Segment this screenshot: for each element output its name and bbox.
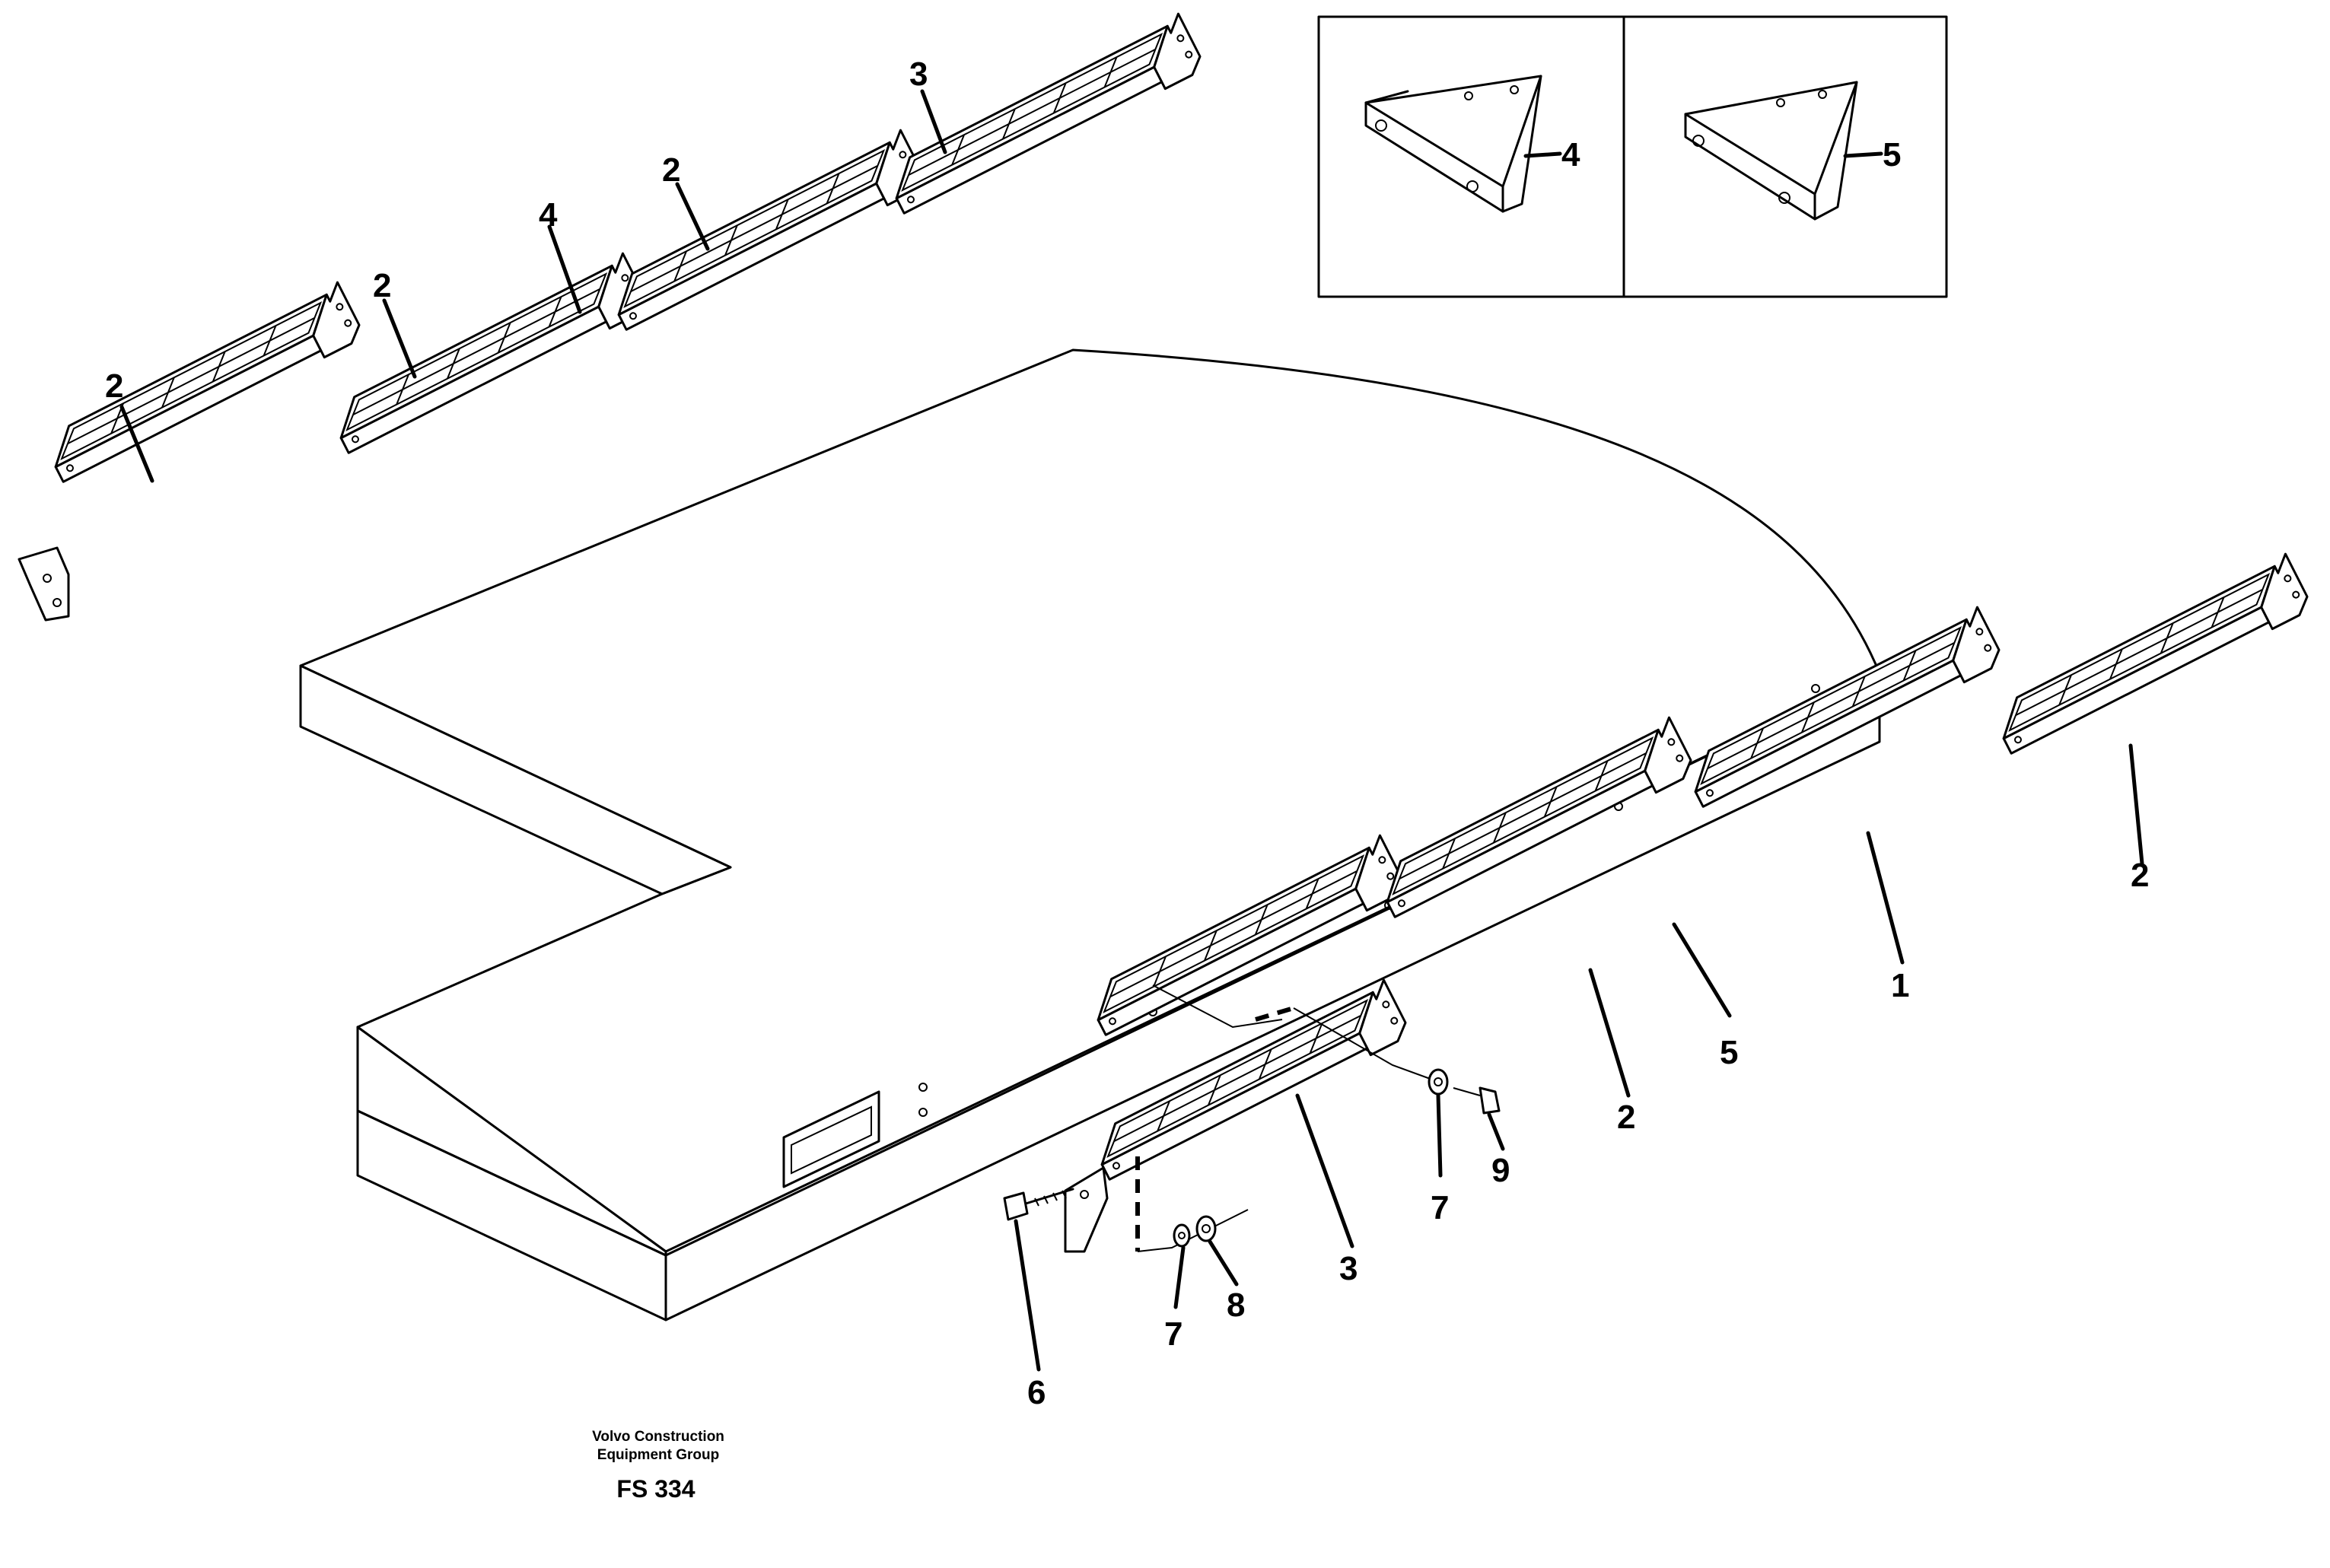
- nut-8: [1195, 1215, 1217, 1242]
- callout-2-right-mid: 2: [1617, 1099, 1635, 1136]
- callout-4-upper: 4: [539, 196, 558, 234]
- step-upper-1: [37, 281, 367, 490]
- callout-4-inset: 4: [1561, 136, 1580, 173]
- callout-labels: 2 2 4 2 3 4 5 2 1 5 2 9 7 3 8 7 6: [105, 56, 2149, 1411]
- step-upper-3: [600, 129, 930, 338]
- bracket-5-illustration: [1684, 81, 1858, 221]
- callout-5-lower: 5: [1720, 1034, 1738, 1071]
- figure-code: FS 334: [616, 1475, 695, 1503]
- bracket-upper-left: [18, 546, 70, 622]
- step-right-4: [1985, 552, 2315, 762]
- callout-3-lower: 3: [1339, 1250, 1358, 1287]
- platform-body: [299, 348, 1881, 1322]
- callout-2-upper-1: 2: [105, 367, 123, 405]
- callout-2-right-end: 2: [2131, 857, 2149, 894]
- callout-1: 1: [1891, 967, 1909, 1004]
- callout-7-upper: 7: [1431, 1189, 1449, 1226]
- callout-2-upper-3: 2: [662, 151, 680, 189]
- callout-6: 6: [1027, 1374, 1046, 1411]
- company-name-line1: Volvo Construction: [592, 1429, 724, 1445]
- bracket-4-illustration: [1364, 75, 1542, 213]
- washer-7-lower: [1173, 1223, 1191, 1248]
- bolt-9: [1453, 1086, 1501, 1115]
- company-name-line2: Equipment Group: [597, 1447, 719, 1463]
- callout-5-inset: 5: [1883, 136, 1901, 173]
- bracket-lower-left: [1064, 1166, 1109, 1253]
- callout-2-upper-2: 2: [373, 267, 391, 304]
- leader-lines: [119, 89, 2144, 1372]
- footer: Volvo Construction Equipment Group FS 33…: [592, 1429, 724, 1503]
- callout-7-lower: 7: [1164, 1315, 1183, 1353]
- bracket-inset-panel: [1317, 15, 1948, 298]
- callout-9: 9: [1491, 1152, 1510, 1189]
- washer-7-upper: [1428, 1068, 1449, 1096]
- bolt-6: [1003, 1188, 1074, 1221]
- fastener-assembly: [1003, 984, 1501, 1252]
- callout-3-upper: 3: [909, 56, 928, 93]
- callout-8: 8: [1227, 1287, 1245, 1324]
- step-upper-4: [878, 12, 1208, 221]
